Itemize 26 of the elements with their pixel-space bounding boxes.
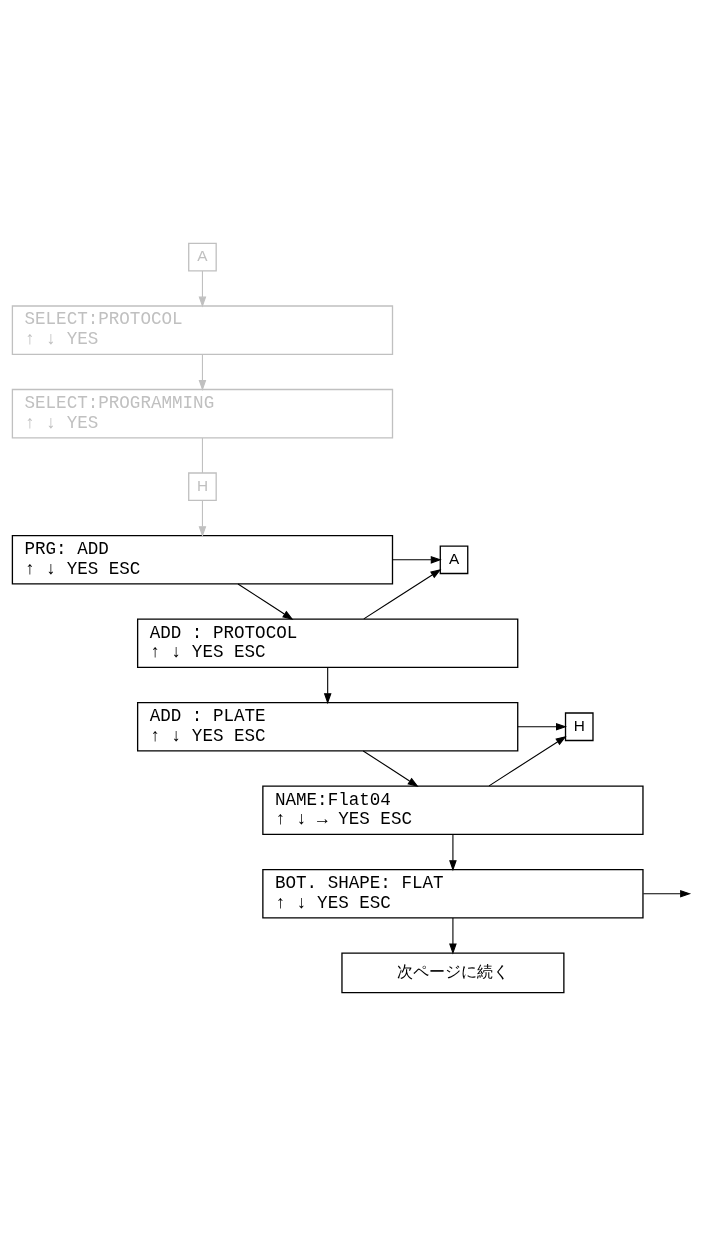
arrow [642, 889, 692, 898]
node-box: H [188, 472, 217, 502]
arrow [198, 270, 207, 308]
arrow [392, 555, 442, 564]
arrow [323, 666, 332, 705]
arrow [362, 750, 419, 787]
node-box: A [439, 545, 469, 575]
node-box: SELECT:PROGRAMMING ↑ ↓ YES [11, 388, 394, 439]
node-box: ADD : PLATE ↑ ↓ YES ESC [136, 701, 519, 752]
node-box: A [188, 242, 217, 272]
arrow [517, 722, 567, 731]
node-box: 次ページに続く [341, 952, 565, 994]
arrow [237, 583, 294, 620]
arrow [198, 499, 207, 538]
arrow [198, 353, 207, 392]
arrow [449, 833, 457, 872]
node-box: BOT. SHAPE: FLAT ↑ ↓ YES ESC [262, 868, 644, 919]
arrow [363, 568, 442, 620]
node-box: NAME:Flat04 ↑ ↓ → YES ESC [262, 785, 644, 836]
node-box: H [564, 712, 594, 742]
node-box: SELECT:PROTOCOL ↑ ↓ YES [11, 305, 394, 355]
connector [201, 437, 203, 474]
arrow [488, 735, 567, 787]
node-box: ADD : PROTOCOL ↑ ↓ YES ESC [136, 618, 519, 669]
arrow [449, 917, 457, 955]
node-box: PRG: ADD ↑ ↓ YES ESC [11, 534, 394, 585]
